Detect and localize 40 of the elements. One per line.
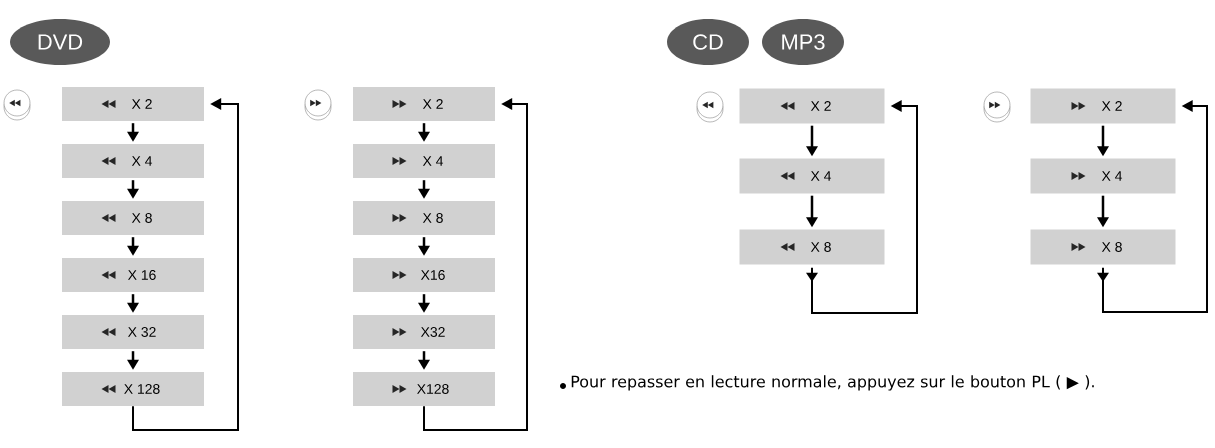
speed-box: X 8: [62, 201, 204, 235]
speed-box: X 8: [739, 229, 885, 265]
speed-box: X 4: [739, 158, 885, 194]
format-badge: MP3: [762, 19, 844, 65]
speed-box: X 16: [62, 258, 204, 292]
arrow: [127, 123, 139, 142]
speed-box: X 32: [62, 315, 204, 349]
loop-arrow: [1097, 100, 1208, 313]
arrow: [127, 237, 139, 256]
loop-arrow: [132, 98, 239, 431]
loop-arrow: [423, 98, 528, 431]
arrow: [418, 294, 430, 313]
speed-box: X 2: [739, 88, 885, 124]
format-badge: DVD: [10, 19, 110, 65]
note-text: Pour repasser en lecture normale, appuyez sur le bouton PL ( ▶ ).: [571, 375, 1094, 391]
speed-box: X 2: [62, 87, 204, 121]
speed-box: X 4: [353, 144, 495, 178]
speed-box: X128: [353, 372, 495, 406]
arrow: [127, 294, 139, 313]
speed-box: X32: [353, 315, 495, 349]
loop-arrow: [806, 100, 918, 314]
speed-box: X 128: [62, 372, 204, 406]
arrow: [806, 125, 818, 157]
arrow: [418, 351, 430, 370]
arrow: [127, 351, 139, 370]
arrow: [418, 180, 430, 199]
speed-box: X16: [353, 258, 495, 292]
speed-box: X 4: [62, 144, 204, 178]
arrow: [418, 237, 430, 256]
speed-box: X 4: [1030, 158, 1176, 194]
arrow: [418, 123, 430, 142]
speed-box: X 2: [1030, 88, 1176, 124]
arrow: [127, 180, 139, 199]
arrow: [806, 195, 818, 228]
format-badge: CD: [667, 19, 749, 65]
arrow: [1097, 125, 1109, 157]
speed-box: X 2: [353, 87, 495, 121]
speed-box: X 8: [353, 201, 495, 235]
arrow: [1097, 195, 1109, 228]
speed-box: X 8: [1030, 229, 1176, 265]
